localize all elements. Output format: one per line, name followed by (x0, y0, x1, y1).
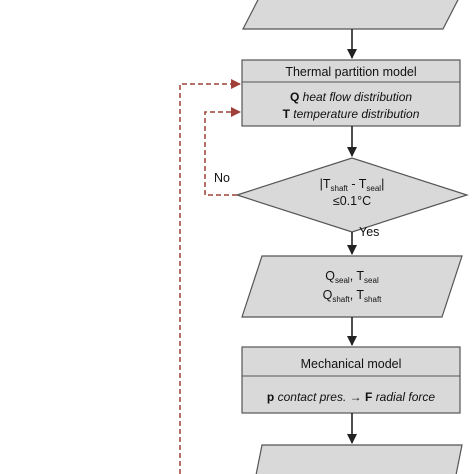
decision-condition: |Tshaft - Tseal| (320, 177, 385, 193)
mechanical-model-box: Mechanical model p contact pres. → F rad… (241, 346, 461, 414)
thermal-box-line2: T temperature distribution (283, 107, 420, 121)
output-parallelogram-bottom (255, 444, 463, 474)
decision-threshold: ≤0.1°C (333, 194, 371, 208)
mechanical-box-line: p contact pres. → F radial force (267, 390, 435, 404)
io-shaft-values: Qshaft, Tshaft (323, 288, 383, 304)
io-seal-values: Qseal, Tseal (325, 269, 379, 285)
thermal-box-line1: Q heat flow distribution (290, 90, 412, 104)
yes-label: Yes (359, 225, 379, 239)
io-parallelogram: Qseal, Tseal Qshaft, Tshaft (241, 255, 463, 318)
no-label: No (214, 171, 230, 185)
input-parallelogram-top (242, 0, 459, 30)
mechanical-box-title: Mechanical model (301, 357, 402, 371)
thermal-partition-box: Thermal partition model Q heat flow dist… (241, 59, 461, 127)
convergence-decision: |Tshaft - Tseal| ≤0.1°C (235, 157, 469, 233)
thermal-box-title: Thermal partition model (285, 65, 416, 79)
feedback-loop-no (204, 107, 241, 196)
feedback-loop-outer (179, 79, 241, 474)
